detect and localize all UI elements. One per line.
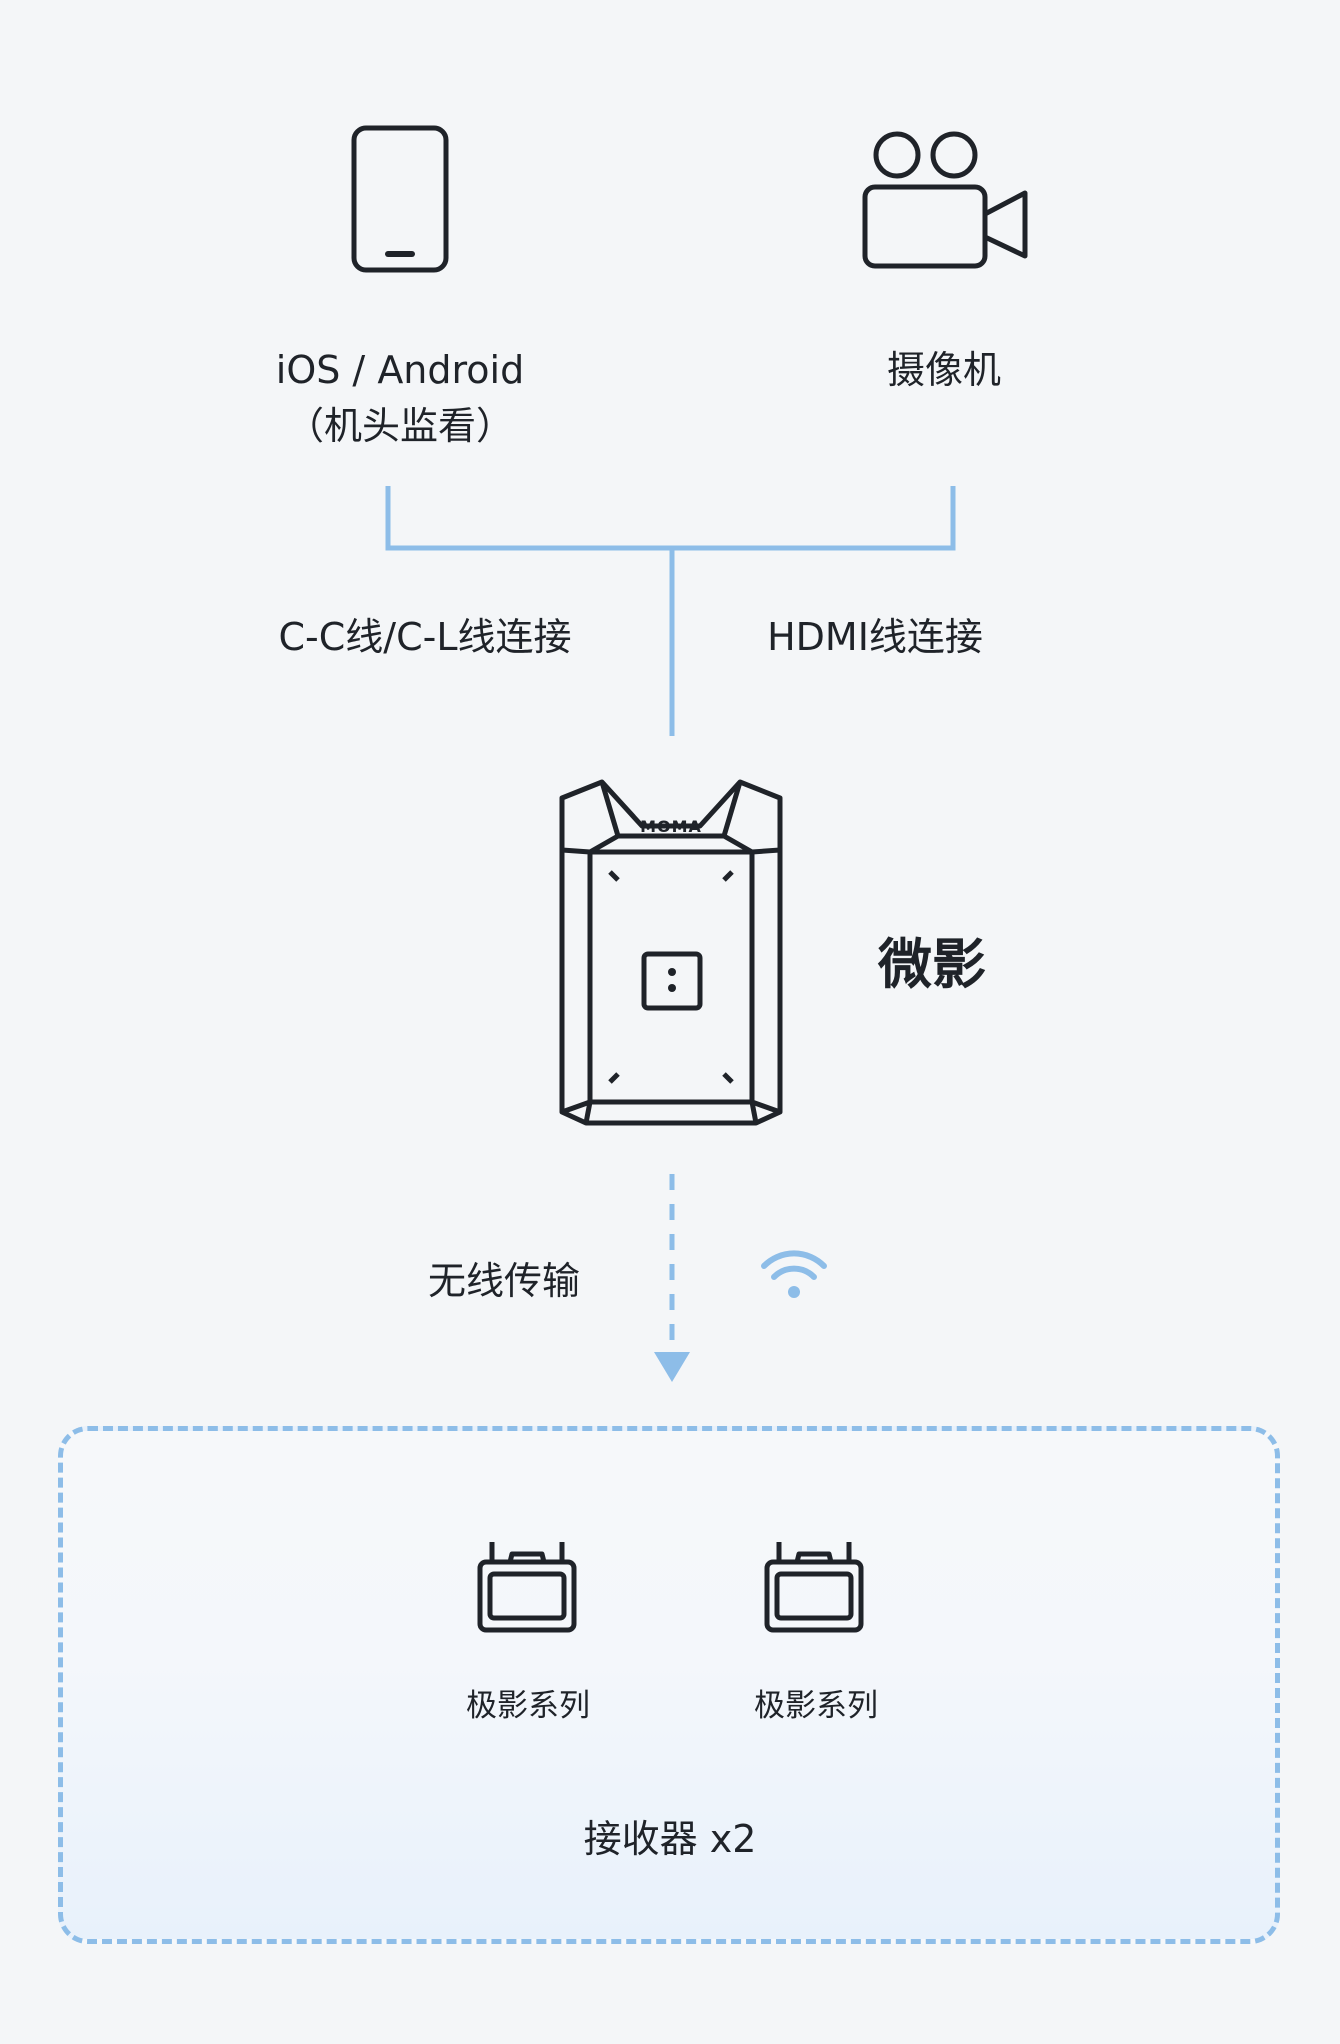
monitor-receiver-icon <box>477 1542 577 1633</box>
wifi-icon <box>761 1250 827 1298</box>
receiver-group-box <box>58 1426 1280 1944</box>
wireless-arrow <box>654 1174 690 1382</box>
hdmi-connection-label: HDMI线连接 <box>767 615 983 659</box>
receiver-label: 极影系列 <box>754 1688 878 1724</box>
monitor-receiver-icon <box>764 1542 864 1633</box>
phone-icon <box>351 125 449 273</box>
connector-lines <box>385 486 956 736</box>
phone-source-label-line1: iOS / Android <box>275 348 525 392</box>
receiver-label: 极影系列 <box>466 1688 590 1724</box>
wireless-transmission-label: 无线传输 <box>427 1259 580 1303</box>
cable-connection-label: C-C线/C-L线连接 <box>278 615 572 659</box>
camera-source-label: 摄像机 <box>886 348 1001 392</box>
moma-device-icon: MOMA <box>559 779 783 1126</box>
phone-source-label-line2: （机头监看） <box>285 404 514 448</box>
video-camera-icon <box>862 131 1028 269</box>
phone-source-label: iOS / Android （机头监看） <box>190 342 610 454</box>
device-name-label: 微影 <box>878 933 986 996</box>
receiver-group-title: 接收器 x2 <box>583 1817 757 1861</box>
moma-logo-text: MOMA <box>640 817 702 836</box>
